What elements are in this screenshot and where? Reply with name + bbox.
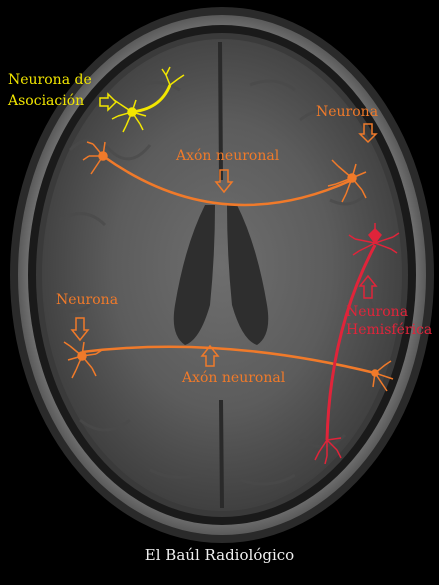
neuron-right-arrow-icon [358,123,378,144]
hemi-arrow-icon [358,274,378,299]
pointer-arrows [70,92,378,367]
axon-top-arrow-icon [214,169,234,194]
image-caption: El Baúl Radiológico [144,546,295,564]
lateral-ventricles [173,205,269,345]
neuron-left-label: Neurona [56,292,119,308]
interhemispheric-fissure-back [219,399,224,509]
association-label-line1: Neurona de [8,72,92,88]
hemispheric-label-line2: Hemisférica [346,322,433,338]
gyri-texture [53,79,376,486]
hemispheric-neuron-icon [314,223,400,465]
axon-bottom-label: Axón neuronal [182,370,286,386]
hemispheric-label-line1: Neurona [346,304,409,320]
top-axon-fiber [102,154,353,207]
axon-bottom-arrow-icon [200,344,220,367]
axon-top-label: Axón neuronal [176,148,280,164]
interhemispheric-fissure-front [218,41,223,181]
bottom-left-neuron-icon [63,341,103,379]
hemispheric-axon-fiber [325,244,377,441]
top-right-neuron-icon [327,159,367,203]
association-label-line2: Asociación [8,93,85,109]
neuron-left-arrow-icon [70,317,90,342]
top-left-neuron-icon [82,141,108,175]
neuron-right-label: Neurona [316,104,379,120]
bottom-right-neuron-icon [371,360,394,392]
assoc-arrow-icon [99,92,118,112]
